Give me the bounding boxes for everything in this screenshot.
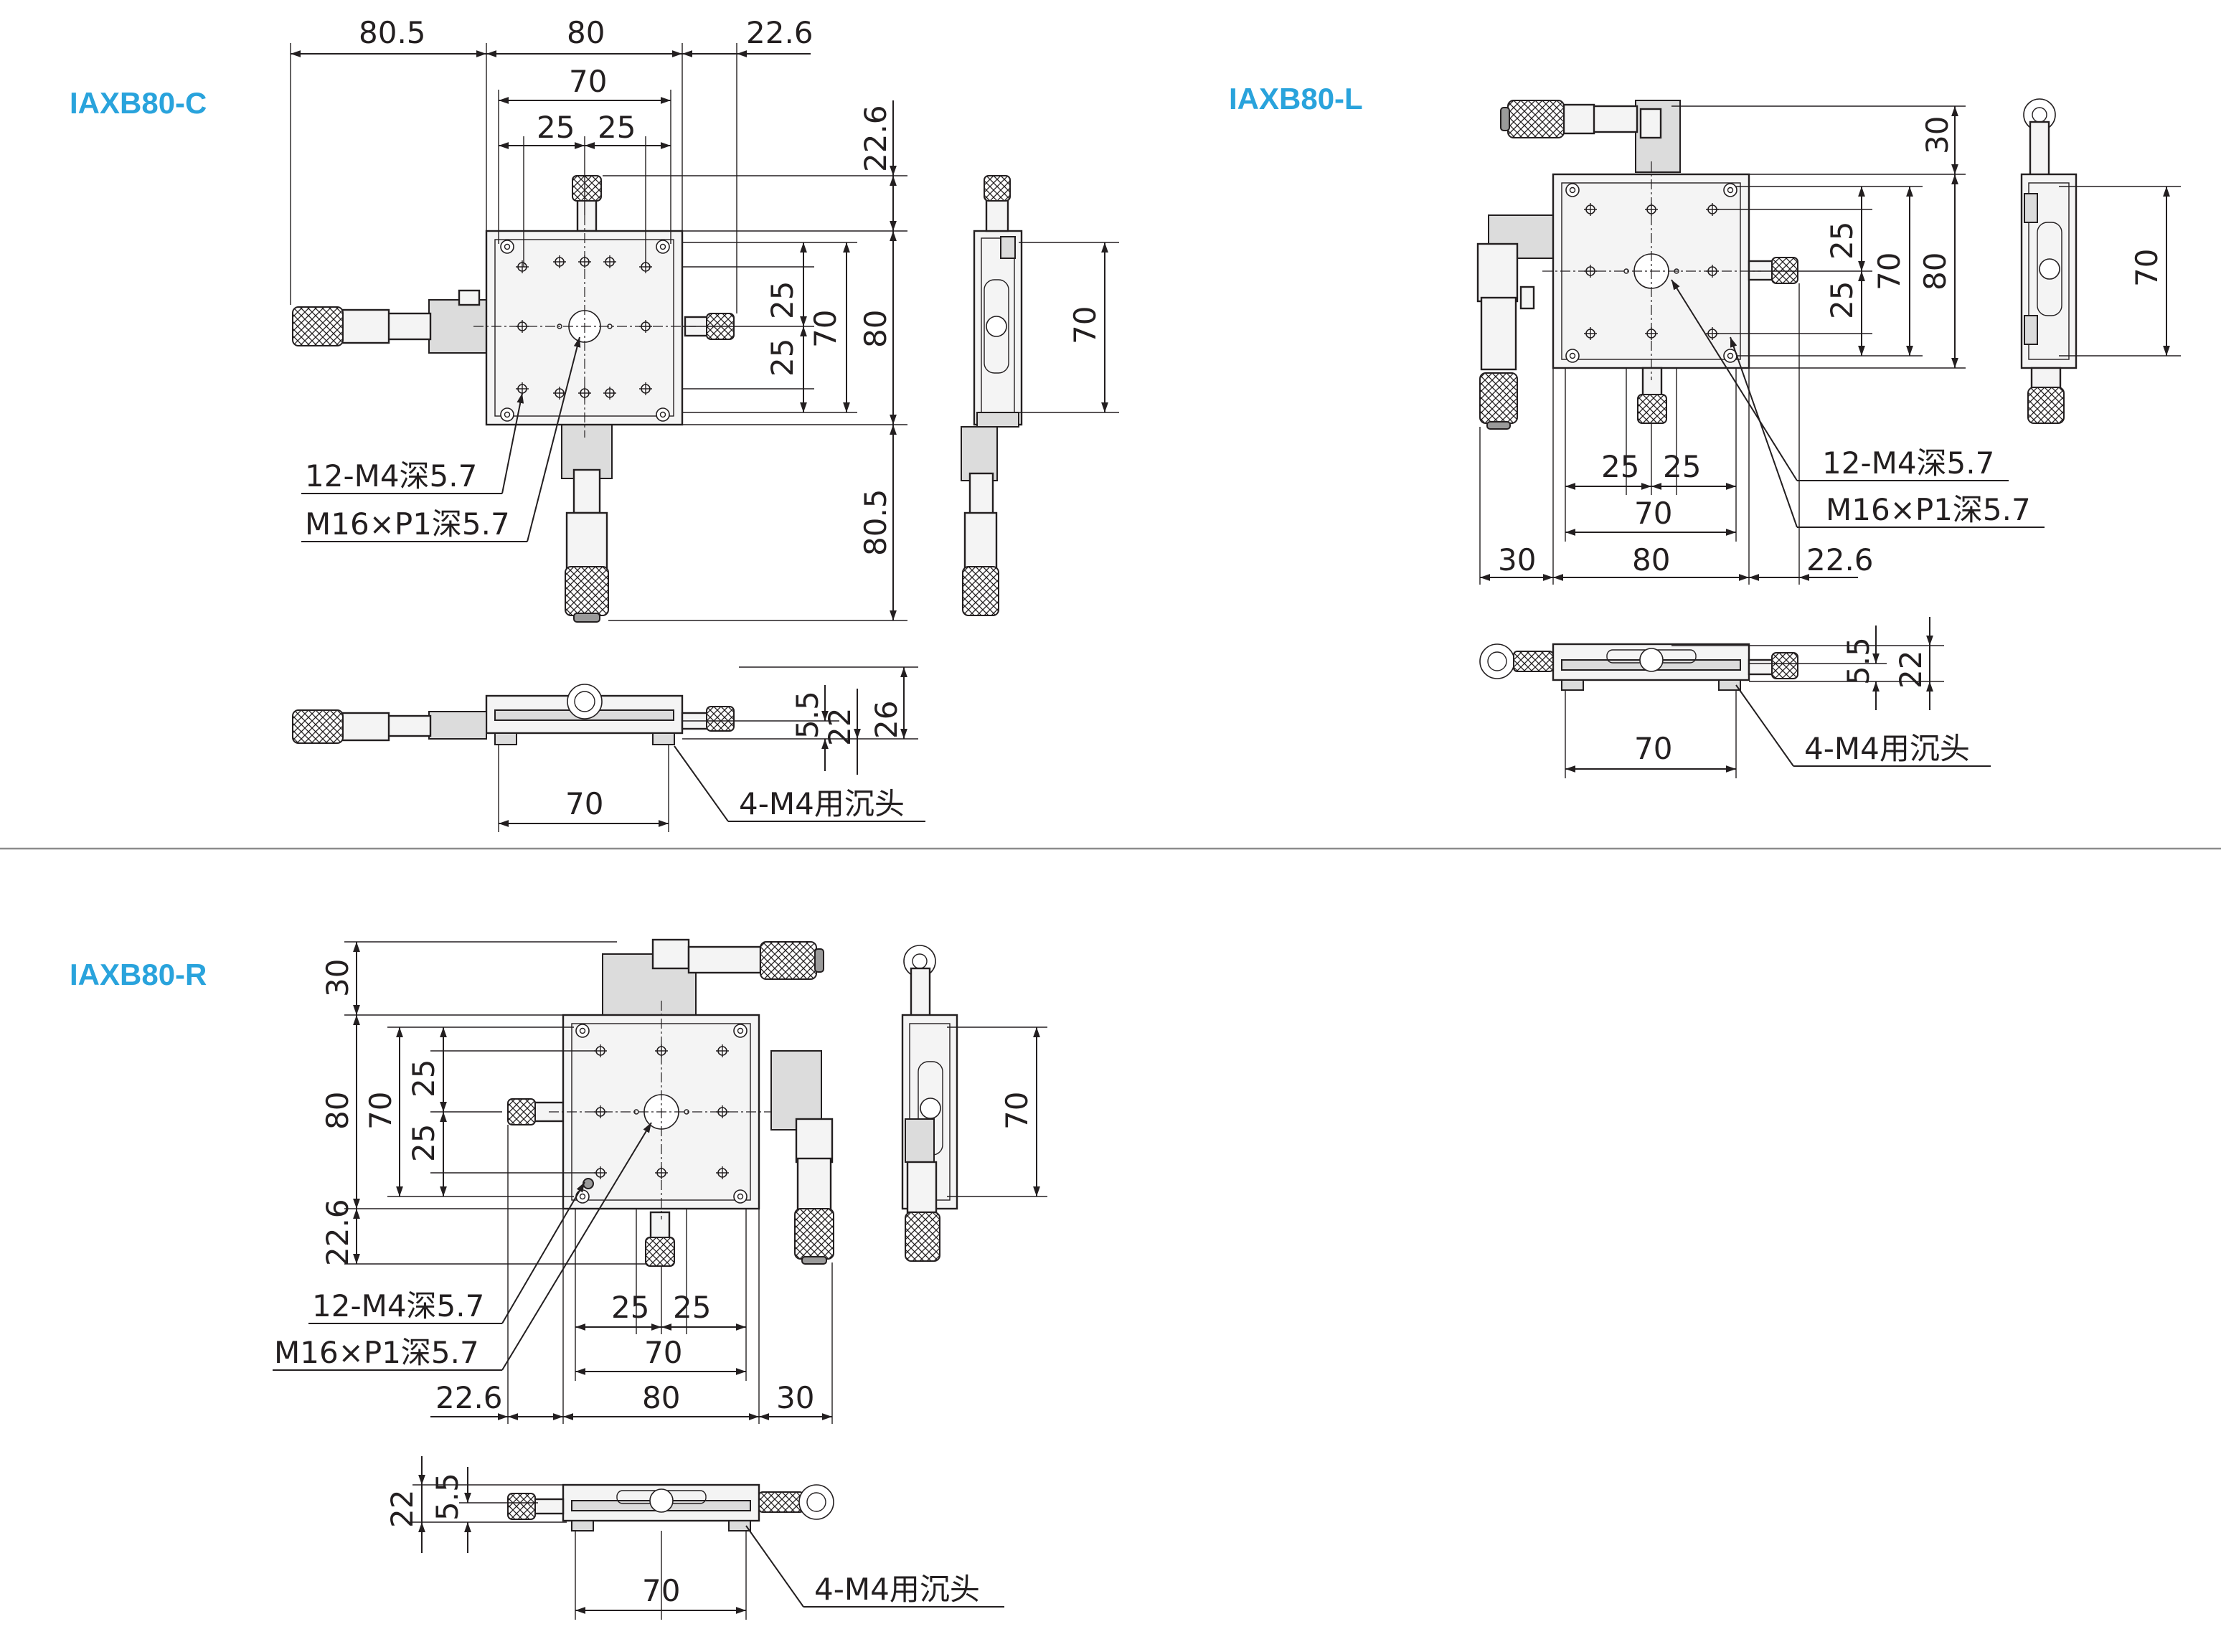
c-top-dimensions: 80.5 80 22.6 70 25 25: [290, 15, 814, 313]
dim-l-dims-b-p2: 25: [1663, 449, 1701, 484]
dim-l-dims-b-left: 30: [1498, 542, 1536, 577]
r-bottom-dimensions: 25 25 70 22.6 80 30: [430, 1125, 833, 1424]
l-bottom-dimensions: 25 25 70 30 80 22.6: [1479, 283, 1874, 585]
dim-l-dims-front-22: 22: [1893, 651, 1928, 689]
dim-l-dims-front-70: 70: [1634, 731, 1672, 766]
dim-r-dims-front-55: 5.5: [430, 1473, 465, 1521]
dim-c-dims-r-upper: 22.6: [858, 105, 893, 172]
note-r-notes-tap: 12-M4深5.7: [312, 1288, 484, 1323]
dim-c-dims-r-p1: 25: [765, 281, 800, 319]
l-right-dimensions: 30 25 25 70 80: [1671, 105, 1966, 369]
dim-r-dims-b-pitch: 70: [644, 1335, 682, 1370]
dim-r-dims-b-right: 30: [776, 1380, 814, 1415]
dim-r-dims-b-p2: 25: [673, 1290, 711, 1325]
dim-l-dims-r-pitch: 70: [1872, 252, 1907, 291]
dim-r-dims-front-22: 22: [385, 1490, 420, 1528]
c-side-view: 70: [961, 175, 1119, 616]
dim-c-dims-front-55: 5.5: [790, 691, 825, 739]
dim-c-dims-front-70: 70: [565, 786, 603, 821]
dim-l-dims-r-p1: 25: [1824, 222, 1859, 260]
note-r-notes-center-tap: M16×P1深5.7: [274, 1335, 479, 1370]
r-left-dimensions: 30 80 70 25 25 22.6: [320, 941, 646, 1266]
dim-c-dims-front-26: 26: [869, 701, 904, 739]
dim-c-dims-r-lower: 80.5: [858, 488, 893, 556]
l-side-view: 70: [2020, 98, 2181, 424]
dim-r-dims-front-70: 70: [642, 1573, 680, 1608]
dim-r-dims-l-p1: 25: [406, 1059, 441, 1098]
dim-r-dims-l-pitch: 70: [363, 1092, 398, 1130]
dim-l-dims-b-p1: 25: [1601, 449, 1639, 484]
dim-l-dims-side-pitch: 70: [2129, 249, 2164, 287]
l-front-view: 5.5 22 70 4-M4用沉头: [1479, 617, 1991, 778]
l-notes: 12-M4深5.7 M16×P1深5.7: [1671, 279, 2045, 528]
dim-c-dims-top-body: 80: [567, 15, 605, 50]
dim-c-dims-top-p2: 25: [598, 110, 636, 145]
dim-r-dims-l-p2: 25: [406, 1124, 441, 1162]
dim-l-dims-r-30: 30: [1920, 116, 1955, 154]
dim-c-dims-top-pitch: 70: [569, 64, 607, 99]
title-iaxb80-l: IAXB80-L: [1229, 82, 1363, 115]
dim-r-dims-l-226: 22.6: [320, 1199, 355, 1266]
note-c-notes-center-tap: M16×P1深5.7: [305, 506, 510, 542]
note-c-notes-tap: 12-M4深5.7: [305, 458, 477, 494]
dim-l-dims-r-body: 80: [1918, 252, 1953, 291]
dim-l-dims-b-body: 80: [1632, 542, 1670, 577]
c-front-view: 5.5 22 26 70 4-M4用沉头: [292, 666, 925, 832]
note-l-notes-tap: 12-M4深5.7: [1822, 445, 1994, 481]
r-front-view: 22 5.5 70 4-M4用沉头: [385, 1456, 1004, 1620]
dim-c-dims-front-22: 22: [822, 708, 857, 746]
dim-l-dims-front-55: 5.5: [1841, 637, 1876, 685]
r-notes: 12-M4深5.7 M16×P1深5.7: [273, 1122, 652, 1371]
c-right-dimensions: 22.6 25 25 70 80 80.5: [603, 100, 907, 621]
dim-c-dims-top-right: 22.6: [746, 15, 814, 50]
dim-r-dims-l-30: 30: [320, 959, 355, 997]
title-iaxb80-r: IAXB80-R: [70, 958, 207, 991]
dim-r-dims-l-body: 80: [320, 1092, 355, 1130]
c-top-view: [292, 175, 735, 623]
dim-c-dims-r-pitch: 70: [808, 310, 843, 348]
dim-c-dims-top-left: 80.5: [359, 15, 426, 50]
dim-c-dims-r-p2: 25: [765, 339, 800, 377]
dim-c-dims-top-p1: 25: [537, 110, 575, 145]
dim-l-dims-b-right: 22.6: [1806, 542, 1874, 577]
r-top-view: [507, 938, 834, 1267]
dim-r-dims-b-p1: 25: [611, 1290, 649, 1325]
note-r-notes-counterbore: 4-M4用沉头: [814, 1572, 980, 1607]
note-l-notes-center-tap: M16×P1深5.7: [1826, 492, 2031, 527]
l-top-view: [1476, 100, 1798, 430]
dim-r-dims-b-body: 80: [642, 1380, 680, 1415]
title-iaxb80-c: IAXB80-C: [70, 86, 207, 120]
dim-r-dims-b-left: 22.6: [435, 1380, 503, 1415]
dim-c-dims-side-pitch: 70: [1067, 306, 1103, 344]
dim-r-dims-side-pitch: 70: [999, 1092, 1034, 1130]
dim-l-dims-b-pitch: 70: [1634, 496, 1672, 531]
note-l-notes-counterbore: 4-M4用沉头: [1804, 731, 1970, 766]
dim-l-dims-r-p2: 25: [1824, 281, 1859, 319]
note-c-notes-counterbore: 4-M4用沉头: [739, 786, 905, 821]
c-notes: 12-M4深5.7 M16×P1深5.7: [301, 336, 581, 542]
r-side-view: 70: [901, 945, 1047, 1262]
dim-c-dims-r-body: 80: [858, 310, 893, 348]
